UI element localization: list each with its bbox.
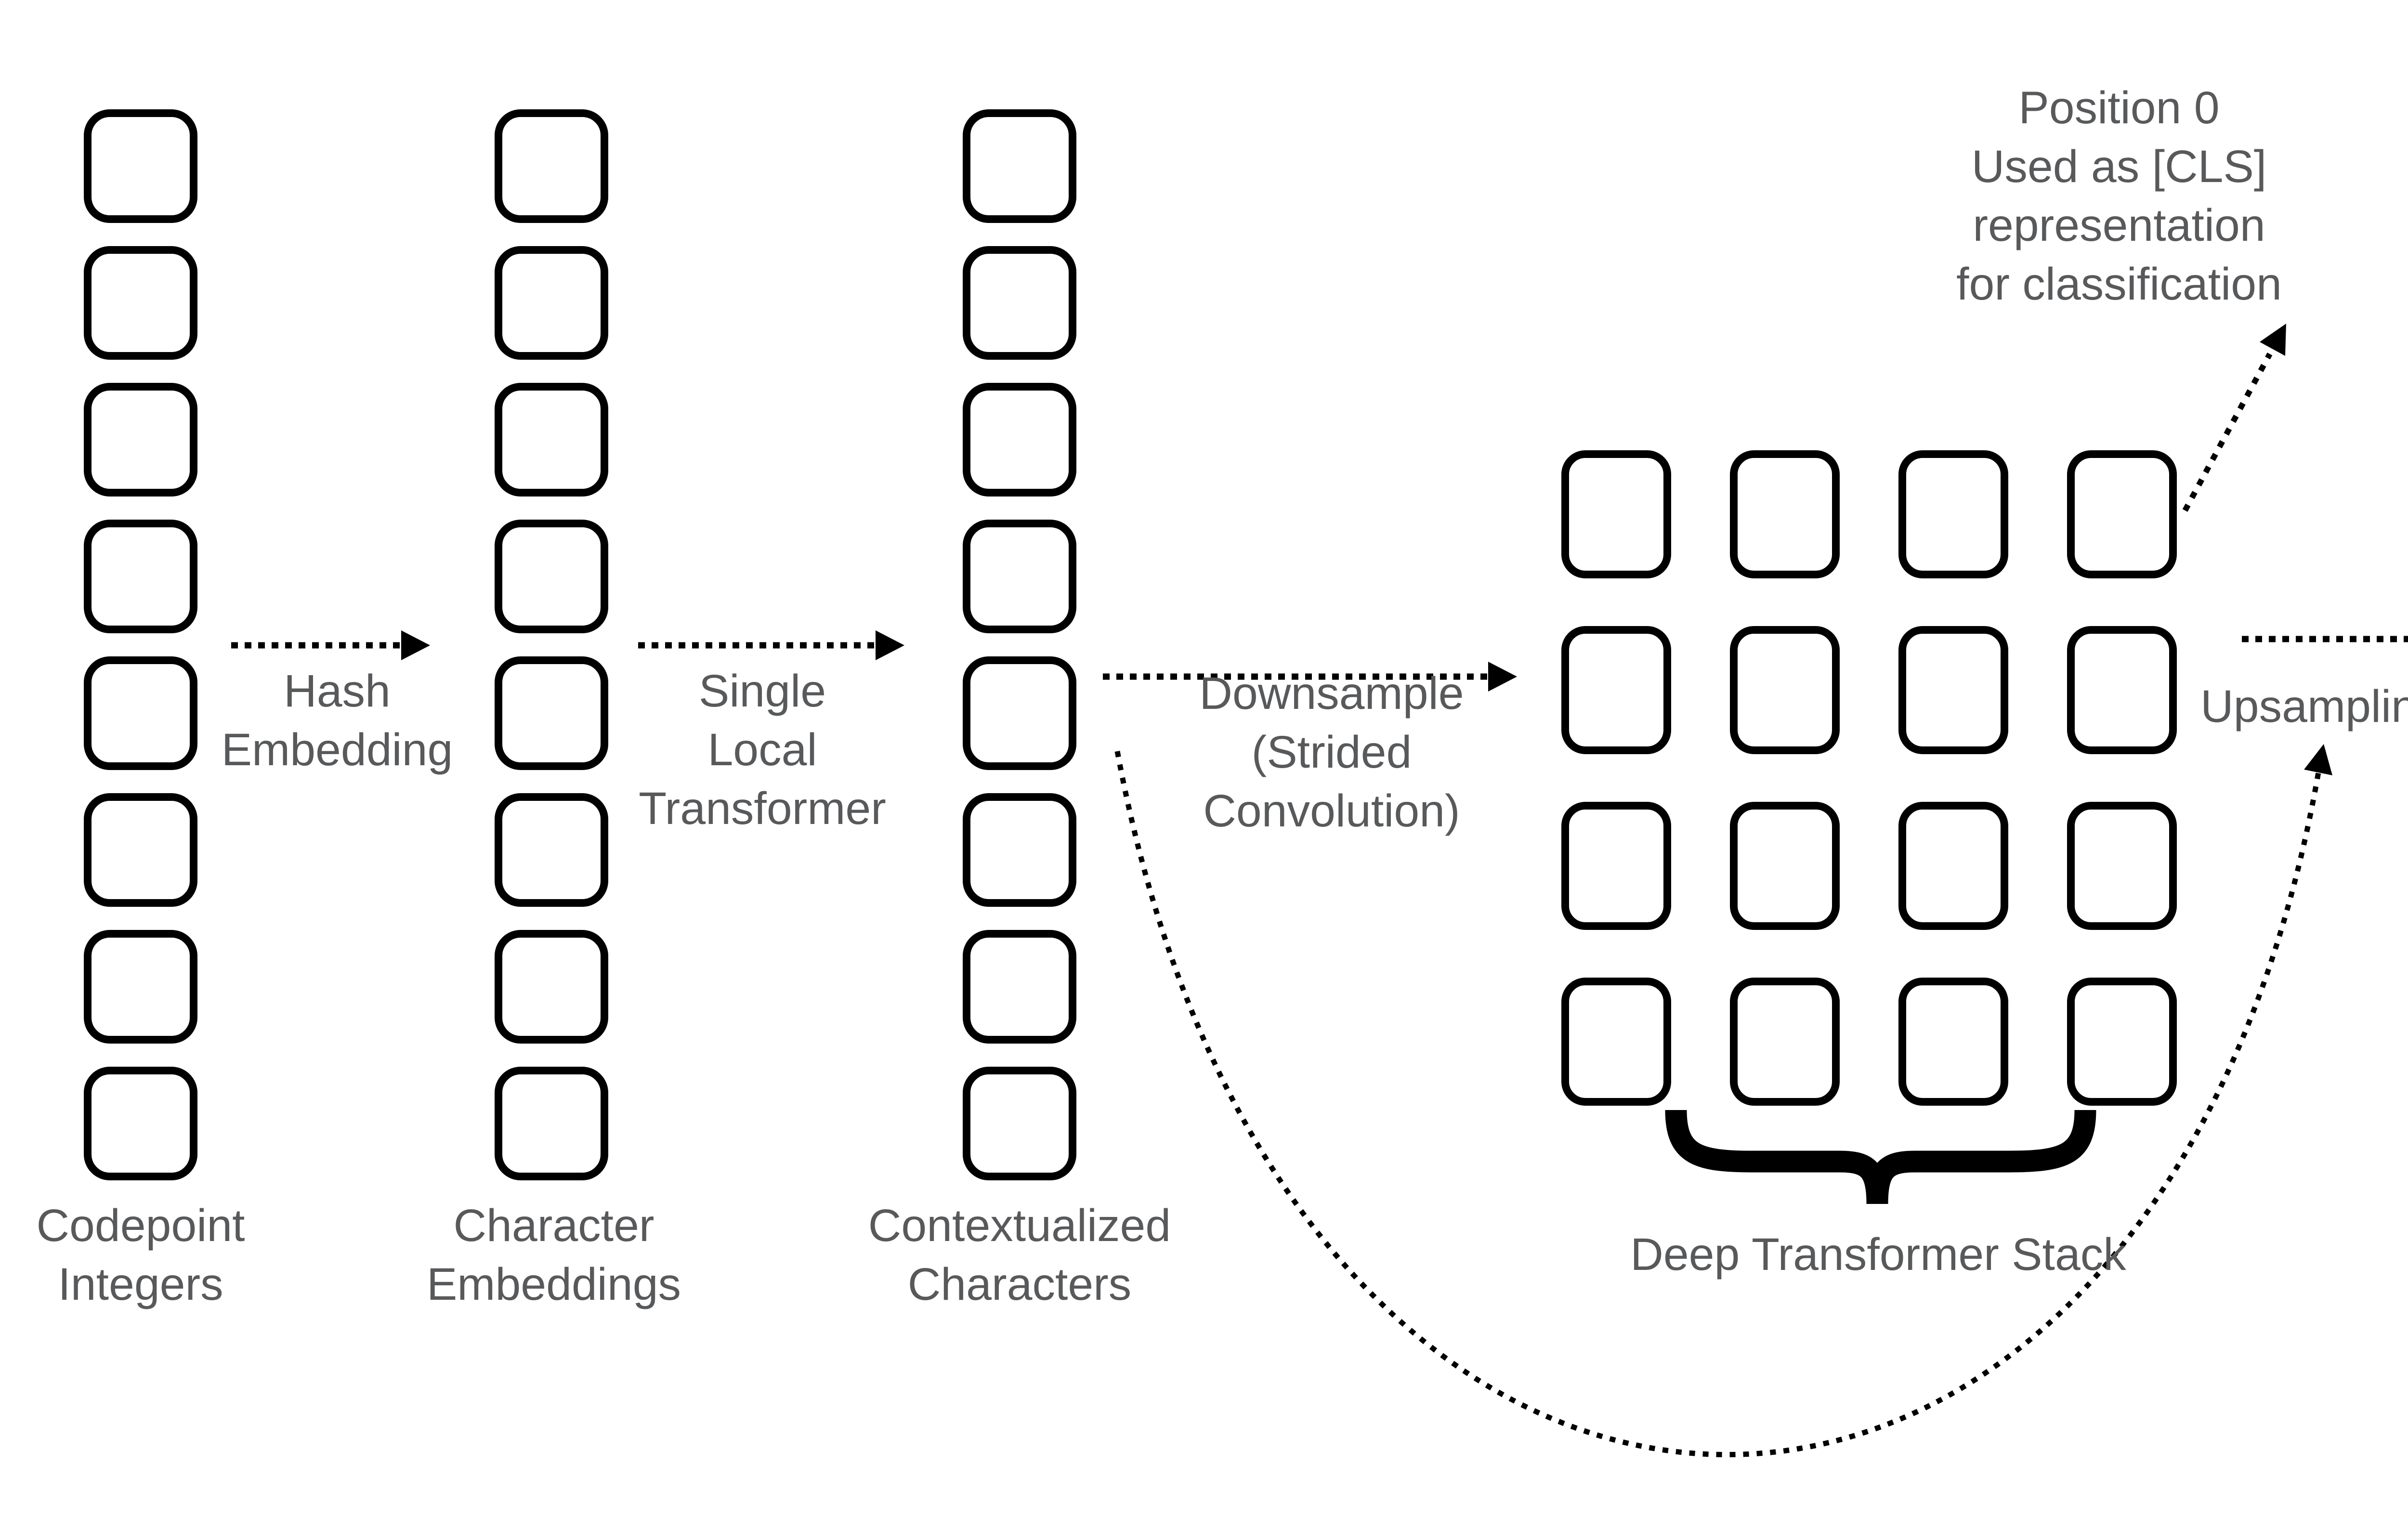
single-local-transformer-label: Single Local Transformer xyxy=(639,666,886,834)
hash-embedding-arrow xyxy=(231,630,430,660)
contextualized-characters-box xyxy=(963,109,1076,223)
character-embeddings-label: Character Embeddings xyxy=(426,1200,681,1310)
transformer-grid-box xyxy=(1898,450,2008,578)
transformer-grid-box xyxy=(1561,626,1671,754)
transformer-grid-box xyxy=(1561,978,1671,1106)
codepoint-integers-box xyxy=(84,520,197,633)
transformer-grid-box xyxy=(2067,802,2177,930)
deep-transformer-stack-label: Deep Transformer Stack xyxy=(1630,1229,2126,1280)
upsampling-label: Upsampling xyxy=(2200,681,2408,732)
codepoint-integers-box xyxy=(84,793,197,907)
character-embeddings-box xyxy=(495,656,608,770)
hash-embedding-label: Hash Embedding xyxy=(221,666,453,775)
transformer-grid-box xyxy=(1898,802,2008,930)
downsample-label: Downsample (Strided Convolution) xyxy=(1199,668,1464,836)
character-embeddings-box xyxy=(495,793,608,907)
contextualized-characters-box xyxy=(963,520,1076,633)
transformer-grid-box xyxy=(2067,978,2177,1106)
contextualized-characters-box xyxy=(963,930,1076,1044)
single-local-transformer-arrow xyxy=(638,630,904,660)
transformer-grid-box xyxy=(1898,978,2008,1106)
transformer-grid-box xyxy=(1730,626,1840,754)
transformer-grid-box xyxy=(1898,626,2008,754)
transformer-grid-box xyxy=(1561,450,1671,578)
transformer-grid-box xyxy=(1561,802,1671,930)
codepoint-integers-label: Codepoint Integers xyxy=(36,1200,245,1310)
character-embeddings-box xyxy=(495,383,608,497)
codepoint-integers-box xyxy=(84,109,197,223)
character-embeddings-box xyxy=(495,930,608,1044)
codepoint-integers-box xyxy=(84,383,197,497)
character-embeddings-box xyxy=(495,520,608,633)
transformer-grid-box xyxy=(2067,450,2177,578)
character-embeddings-box xyxy=(495,246,608,360)
character-embeddings-box xyxy=(495,1067,608,1180)
codepoint-integers-box xyxy=(84,656,197,770)
transformer-grid-box xyxy=(2067,626,2177,754)
contextualized-characters-box xyxy=(963,246,1076,360)
cls-arrow xyxy=(2182,324,2286,512)
downsample-arrow xyxy=(1103,662,1517,692)
upsampling-arrow xyxy=(2242,636,2408,642)
residual-connection-arrow xyxy=(1114,744,2332,1457)
transformer-grid-box xyxy=(1730,450,1840,578)
cls-note: Position 0 Used as [CLS] representation … xyxy=(1956,82,2282,310)
codepoint-integers-box xyxy=(84,1067,197,1180)
contextualized-characters-box xyxy=(963,383,1076,497)
contextualized-characters-label: Contextualized Characters xyxy=(868,1200,1171,1310)
transformer-grid-box xyxy=(1730,978,1840,1106)
codepoint-integers-box xyxy=(84,930,197,1044)
contextualized-characters-box xyxy=(963,1067,1076,1180)
token-boxes-layer xyxy=(84,109,2177,1180)
deep-transformer-brace xyxy=(1665,1110,2096,1204)
contextualized-characters-box xyxy=(963,656,1076,770)
contextualized-characters-box xyxy=(963,793,1076,907)
codepoint-integers-box xyxy=(84,246,197,360)
character-embeddings-box xyxy=(495,109,608,223)
transformer-grid-box xyxy=(1730,802,1840,930)
